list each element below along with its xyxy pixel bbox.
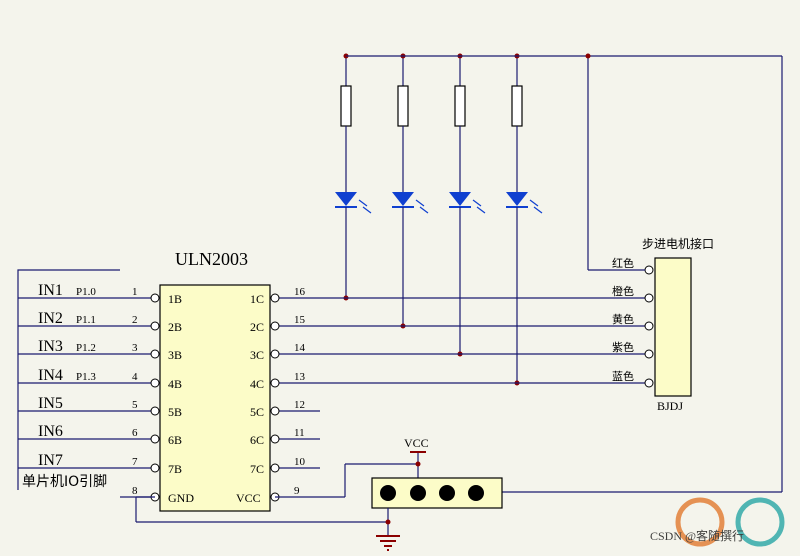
pin-circle-left-5 [150, 406, 160, 416]
svg-text:CSDN @客随撰行: CSDN @客随撰行 [650, 528, 744, 543]
pin-number-left: 5 [132, 399, 138, 411]
input-label: IN5 [38, 395, 63, 412]
watermark-logo: CSDN @客随撰行 [650, 497, 785, 547]
pin-circle-right-14 [270, 349, 280, 359]
pin-circle-right-13 [270, 378, 280, 388]
junction-bus-588 [585, 53, 591, 59]
led-icon [449, 192, 471, 206]
pin-circle-right-10 [270, 463, 280, 473]
input-label: IN1 [38, 282, 63, 299]
pin-name-right: 4C [250, 377, 264, 391]
led-light-arrows [415, 199, 429, 214]
pin-circle-left-1 [150, 293, 160, 303]
pin-number-right: 11 [294, 427, 305, 439]
connector-name: BJDJ [657, 399, 683, 413]
pin-circle-right-12 [270, 406, 280, 416]
pin-name-left: 5B [168, 405, 182, 419]
input-port: P1.1 [76, 314, 96, 326]
input-port: P1.2 [76, 342, 96, 354]
junction-vcc [415, 461, 421, 467]
connector-pin-color: 紫色 [612, 340, 634, 354]
pin-number-right: 14 [294, 342, 306, 354]
connector-pin-circle [644, 349, 654, 359]
pin-name-left: 6B [168, 433, 182, 447]
uln2003-body [159, 284, 271, 512]
pin-circle-left-6 [150, 434, 160, 444]
pin-name-left: 4B [168, 377, 182, 391]
input-label: IN2 [38, 310, 63, 327]
resistor [454, 85, 466, 127]
input-port: P1.3 [76, 371, 96, 383]
led-icon [335, 192, 357, 206]
connector-pin-color: 黄色 [612, 312, 634, 326]
pin-number-left: 6 [132, 427, 138, 439]
pin-circle-right-16 [270, 293, 280, 303]
pin-name-right: 6C [250, 433, 264, 447]
pin-name-right: 5C [250, 405, 264, 419]
pin-name-right: 7C [250, 462, 264, 476]
resistor [397, 85, 409, 127]
vcc-label: VCC [404, 436, 429, 450]
connector-body [654, 257, 692, 397]
header-pin-2 [410, 485, 426, 501]
input-label: IN6 [38, 423, 63, 440]
pin-circle-right-11 [270, 434, 280, 444]
pin-name-right: VCC [236, 491, 261, 505]
pin-name-left: 7B [168, 462, 182, 476]
connector-pin-color: 蓝色 [612, 369, 634, 383]
input-label: IN4 [38, 367, 63, 384]
connector-pin-circle [644, 293, 654, 303]
input-label: IN3 [38, 338, 63, 355]
connector-pin-color: 橙色 [612, 284, 634, 298]
led-icon [392, 192, 414, 206]
pin-number-right: 9 [294, 485, 300, 497]
mcu-bracket [17, 269, 120, 490]
led-light-arrows [358, 199, 372, 214]
resistor [511, 85, 523, 127]
pin-number-right: 10 [294, 456, 306, 468]
junction-gnd [385, 519, 391, 525]
pin-number-left: 2 [132, 314, 138, 326]
connector-pin-circle [644, 321, 654, 331]
pin-number-left: 7 [132, 456, 138, 468]
pin-number-right: 15 [294, 314, 306, 326]
pin-number-left: 8 [132, 485, 138, 497]
pin-name-left: 1B [168, 292, 182, 306]
header-pin-3 [439, 485, 455, 501]
ic-title: ULN2003 [175, 249, 248, 269]
pin-circle-left-2 [150, 321, 160, 331]
pin-name-left: 2B [168, 320, 182, 334]
connector-pin-circle [644, 378, 654, 388]
resistor [340, 85, 352, 127]
led-icon [506, 192, 528, 206]
pin-name-right: 1C [250, 292, 264, 306]
connector-pin-color: 红色 [612, 256, 634, 270]
ground-icon [376, 535, 400, 551]
header-pin-4 [468, 485, 484, 501]
pin-name-left: 3B [168, 348, 182, 362]
pin-circle-left-3 [150, 349, 160, 359]
pin-number-left: 1 [132, 286, 138, 298]
pin-number-left: 3 [132, 342, 138, 354]
pin-name-right: 3C [250, 348, 264, 362]
connector-pin-circle [644, 265, 654, 275]
connector-title: 步进电机接口 [642, 236, 714, 251]
pin-number-left: 4 [132, 371, 138, 383]
pin-circle-left-4 [150, 378, 160, 388]
header-pin-1 [380, 485, 396, 501]
mcu-label: 单片机IO引脚 [22, 474, 107, 490]
pin-circle-right-15 [270, 321, 280, 331]
pin-name-left: GND [168, 491, 194, 505]
led-light-arrows [472, 199, 486, 214]
input-port: P1.0 [76, 286, 96, 298]
led-light-arrows [529, 199, 543, 214]
pin-name-right: 2C [250, 320, 264, 334]
pin-number-right: 16 [294, 286, 306, 298]
pin-circle-left-7 [150, 463, 160, 473]
pin-number-right: 12 [294, 399, 305, 411]
input-label: IN7 [38, 452, 63, 469]
pin-number-right: 13 [294, 371, 306, 383]
